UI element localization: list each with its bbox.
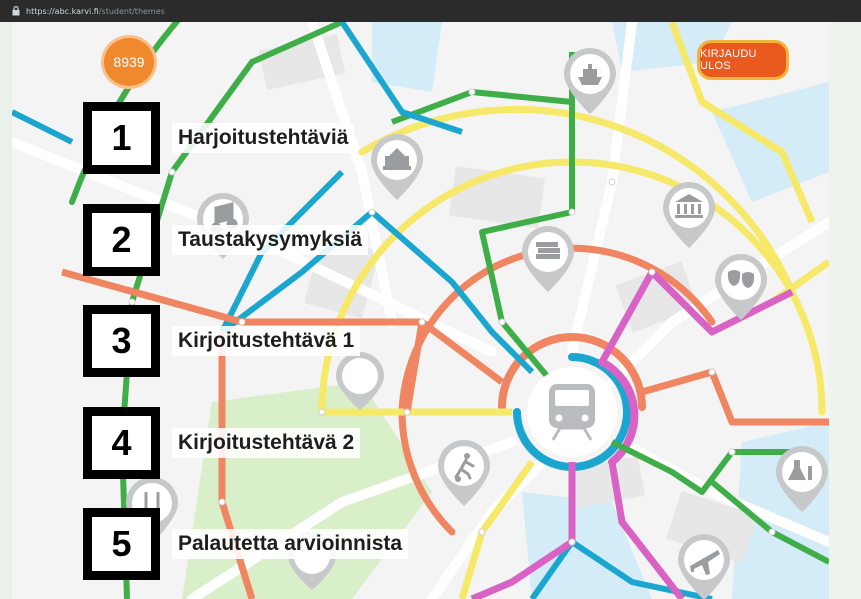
menu-item-5[interactable]: 5 Palautetta arvioinnista [83,508,409,580]
browser-address-bar[interactable]: https://abc.karvi.fi/student/themes [0,0,861,22]
train-station-hub [527,367,617,457]
football-icon [438,440,490,506]
airplane-icon [678,534,730,599]
menu-item-3[interactable]: 3 Kirjoitustehtävä 1 [83,305,361,377]
menu-item-label: Kirjoitustehtävä 2 [172,428,361,458]
books-icon [522,226,574,292]
theater-icon [715,254,767,320]
menu-item-label: Taustakysymyksiä [172,225,369,255]
menu-item-label: Kirjoitustehtävä 1 [172,326,361,356]
menu-item-number: 3 [83,305,160,377]
menu-item-2[interactable]: 2 Taustakysymyksiä [83,204,369,276]
menu-item-label: Palautetta arvioinnista [172,529,409,559]
menu-item-label: Harjoitustehtäviä [172,123,355,153]
menu-item-number: 5 [83,508,160,580]
url-host: https://abc.karvi.fi [26,6,99,16]
train-icon [549,384,595,441]
menu-item-number: 1 [83,102,160,174]
lab-icon [776,446,828,512]
menu-item-number: 4 [83,407,160,479]
lock-icon [12,6,20,16]
left-margin [0,22,12,599]
menu-item-1[interactable]: 1 Harjoitustehtäviä [83,102,355,174]
ship-icon [564,48,616,114]
menu-item-number: 2 [83,204,160,276]
school-icon [371,134,423,200]
url-path: /student/themes [98,6,165,16]
pin-icon [336,352,384,410]
menu-item-4[interactable]: 4 Kirjoitustehtävä 2 [83,407,361,479]
score-badge[interactable]: 8939 [101,35,157,89]
museum-icon [663,182,715,248]
right-margin [829,22,861,599]
logout-button[interactable]: KIRJAUDU ULOS [697,40,789,80]
